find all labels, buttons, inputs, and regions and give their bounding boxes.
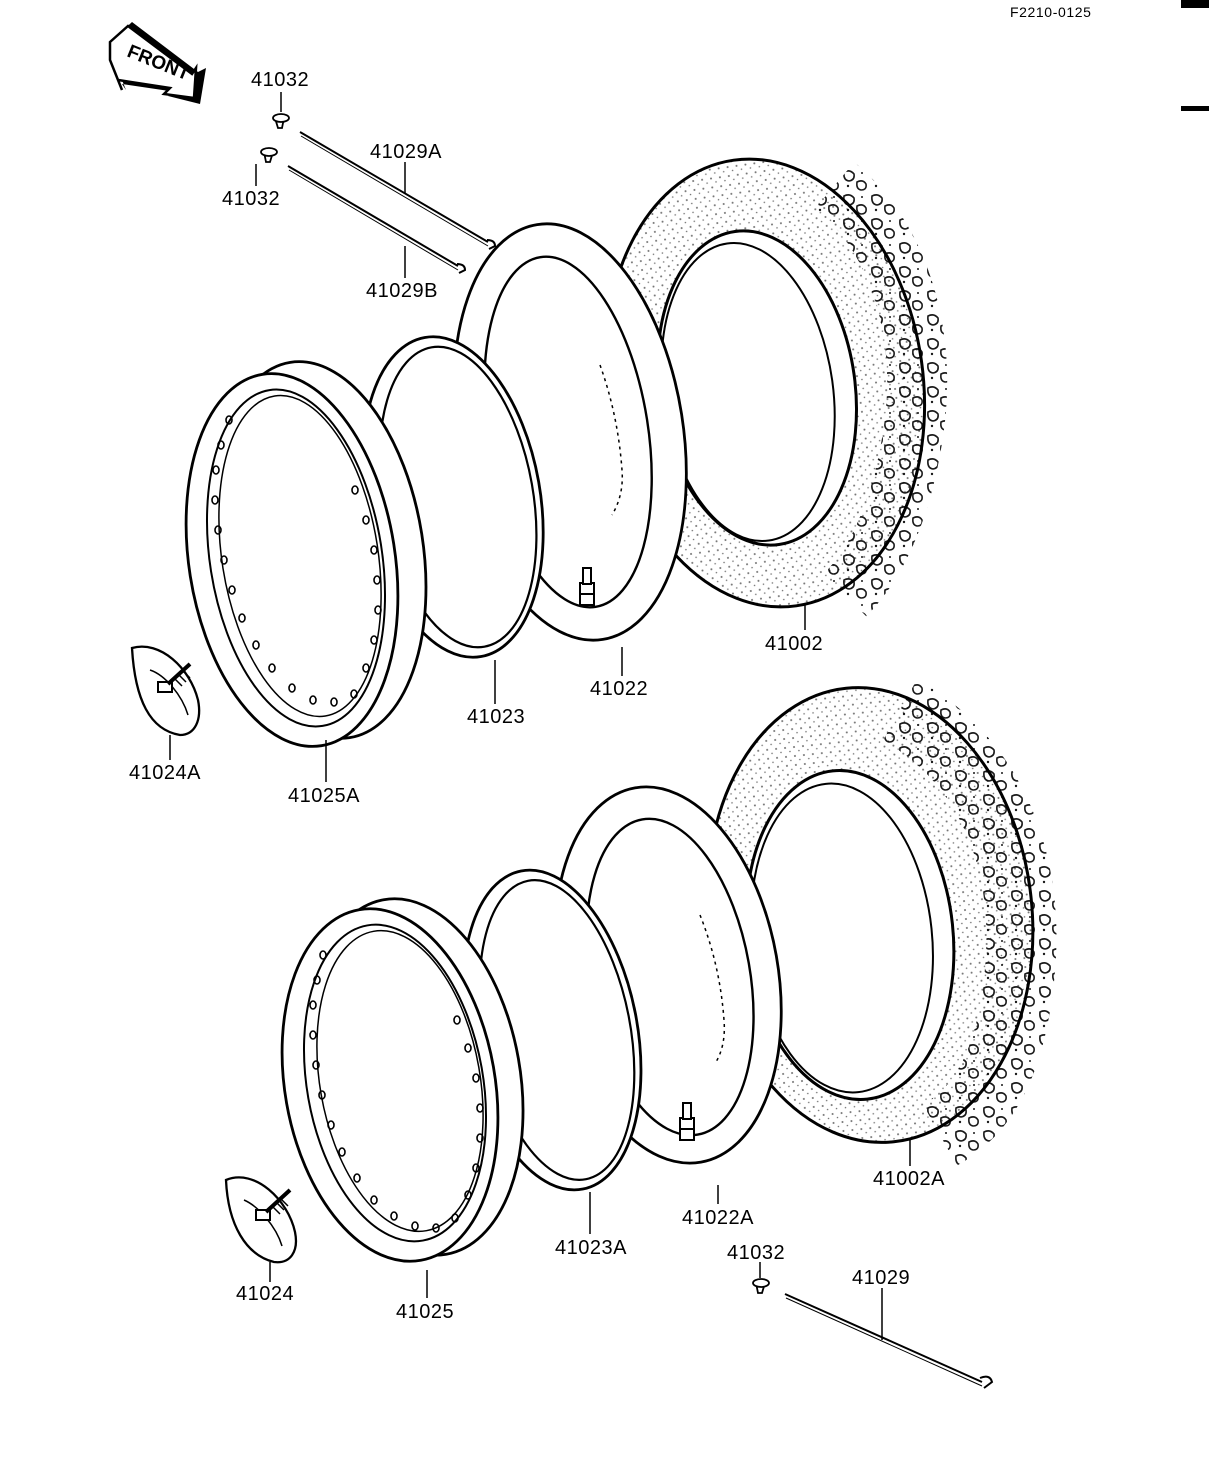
- label-spoke-41029: 41029: [852, 1267, 911, 1289]
- front-rim-lock: [130, 645, 201, 737]
- label-rear-rim: 41025: [396, 1301, 455, 1323]
- label-spoke-nipple-a: 41032: [251, 69, 310, 91]
- label-rear-rim-band: 41023A: [555, 1237, 627, 1259]
- front-arrow-icon: FRONT: [108, 22, 206, 104]
- label-spoke-41029B: 41029B: [366, 280, 438, 302]
- label-rear-tube: 41022A: [682, 1207, 754, 1229]
- diagram-code: F2210-0125: [1010, 4, 1092, 20]
- label-front-tube: 41022: [590, 678, 649, 700]
- label-rear-rim-lock: 41024: [236, 1283, 295, 1305]
- label-spoke-41029A: 41029A: [370, 141, 442, 163]
- label-front-tire: 41002: [765, 633, 824, 655]
- rear-rim-lock: [224, 1176, 298, 1264]
- rear-rim: [280, 897, 525, 1263]
- label-front-rim: 41025A: [288, 785, 360, 807]
- label-front-rim-lock: 41024A: [129, 762, 201, 784]
- label-spoke-nipple-b: 41032: [222, 188, 281, 210]
- leader-lines: [169, 92, 911, 1340]
- label-spoke-nipple-c: 41032: [727, 1242, 786, 1264]
- page-edge-mark-bottom: [1181, 106, 1209, 111]
- page-edge-mark-top: [1181, 0, 1209, 8]
- spoke-41029B: [260, 147, 467, 274]
- spoke-41029A: [272, 113, 497, 250]
- rear-tire: [705, 679, 1057, 1166]
- spoke-41029: [752, 1278, 994, 1389]
- label-front-rim-band: 41023: [467, 706, 526, 728]
- front-rim: [184, 360, 428, 748]
- label-rear-tire: 41002A: [873, 1168, 945, 1190]
